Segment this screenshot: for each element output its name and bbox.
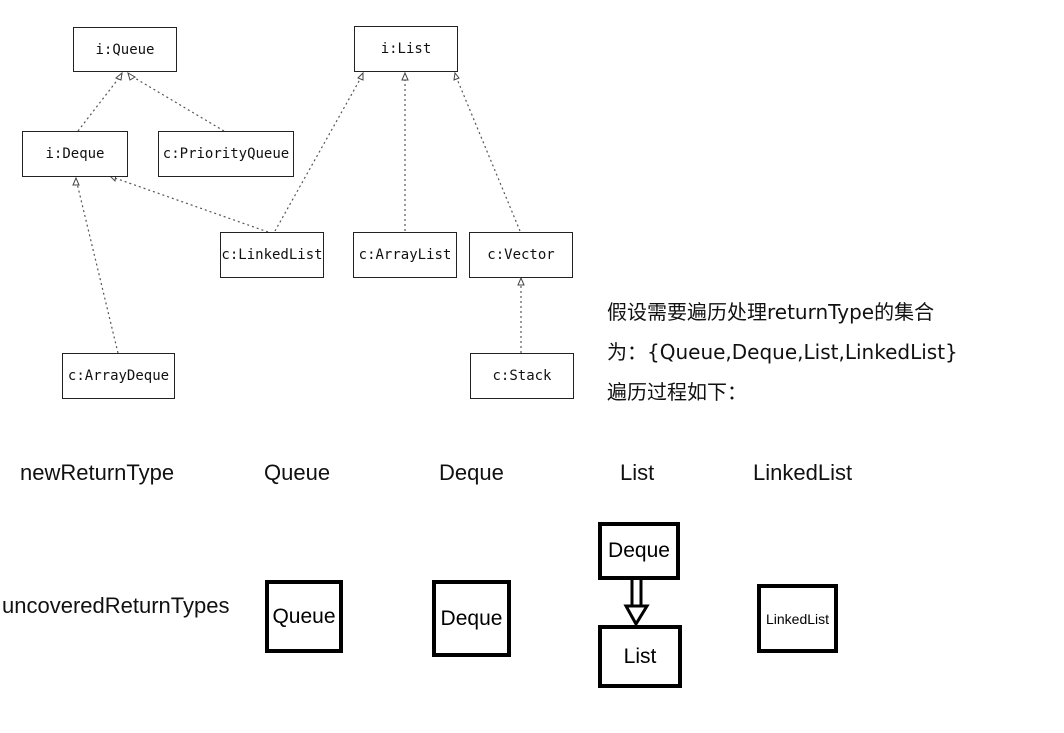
arrowhead-icon	[72, 176, 80, 186]
edge-linkedlist-deque	[111, 176, 269, 233]
arrowhead-icon	[517, 276, 525, 286]
column-header-2: Deque	[439, 460, 504, 485]
double-arrow-icon	[623, 580, 650, 627]
uml-node-array-deque: c:ArrayDeque	[62, 353, 175, 399]
note-line-3: 遍历过程如下：	[607, 380, 747, 404]
uml-node-linked-list: c:LinkedList	[220, 232, 324, 278]
uncovered-box-col2: Deque	[432, 580, 511, 657]
uml-node-priority-queue: c:PriorityQueue	[158, 131, 294, 177]
row-label-uncovered-return-types: uncoveredReturnTypes	[2, 593, 230, 618]
uml-node-array-list: c:ArrayList	[353, 232, 457, 278]
uml-node-list: i:List	[354, 26, 458, 72]
uncovered-box-col3-bottom: List	[598, 625, 682, 688]
column-header-4: LinkedList	[753, 460, 853, 485]
arrowhead-icon	[357, 71, 364, 81]
uml-node-deque: i:Deque	[22, 131, 128, 177]
edge-arraydeque-deque	[75, 178, 119, 354]
column-header-1: Queue	[264, 460, 331, 485]
edge-deque-queue	[77, 73, 123, 132]
arrowhead-icon	[401, 71, 409, 81]
arrowhead-icon	[115, 71, 123, 81]
note-line-1: 假设需要遍历处理returnType的集合	[607, 300, 935, 324]
uncovered-box-col4: LinkedList	[757, 584, 838, 653]
note-line-2: 为：{Queue,Deque,List,LinkedList}	[607, 340, 958, 364]
row-label-new-return-type: newReturnType	[20, 460, 175, 485]
edge-vector-list	[454, 73, 521, 232]
arrowhead-icon	[453, 71, 460, 81]
uncovered-box-col3-top: Deque	[598, 522, 680, 580]
uml-node-queue: i:Queue	[73, 27, 177, 72]
column-header-3: List	[620, 460, 655, 485]
edge-priorityqueue-queue	[127, 73, 225, 132]
uml-node-vector: c:Vector	[469, 232, 573, 278]
uncovered-box-col1: Queue	[265, 580, 343, 653]
uml-node-stack: c:Stack	[470, 353, 574, 399]
arrowhead-icon	[127, 71, 136, 81]
